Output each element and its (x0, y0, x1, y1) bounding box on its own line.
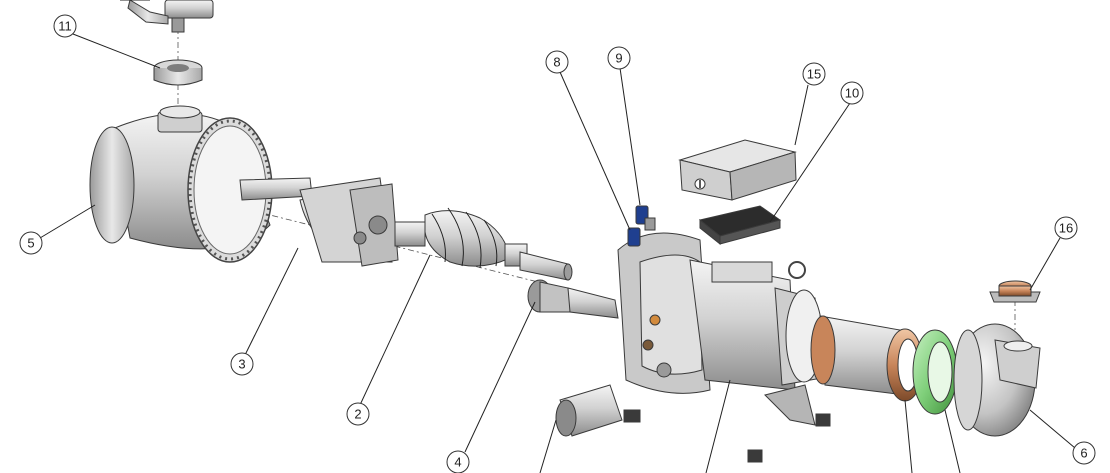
top-valve-part (127, 0, 214, 33)
copper-fitting-part-16 (989, 280, 1041, 303)
svg-text:10: 10 (845, 86, 859, 101)
svg-text:6: 6 (1080, 446, 1087, 461)
balloon-11: 11 (53, 14, 77, 38)
balloon-10: 10 (840, 81, 864, 105)
svg-text:11: 11 (58, 19, 72, 34)
svg-text:15: 15 (807, 67, 821, 82)
balloon-3: 3 (230, 352, 254, 376)
terminal-box-part-15 (678, 139, 797, 201)
svg-text:8: 8 (553, 55, 560, 70)
balloon-16: 16 (1054, 216, 1078, 240)
svg-text:2: 2 (354, 407, 361, 422)
housing-cylinder-part-5 (89, 105, 273, 263)
motor-stator (810, 315, 906, 396)
terminal-block-part-10 (698, 205, 782, 246)
sight-cylinder (555, 384, 623, 437)
spring-piston-part-4 (527, 279, 619, 319)
bearing-housing-part-3 (239, 177, 399, 267)
blue-valves-parts-8-9 (627, 205, 656, 247)
svg-text:5: 5 (27, 236, 34, 251)
balloon-4: 4 (446, 450, 470, 473)
svg-text:16: 16 (1059, 221, 1073, 236)
green-gasket (912, 329, 958, 415)
balloon-8: 8 (545, 50, 569, 74)
flange-part-11 (153, 59, 203, 86)
balloon-15: 15 (802, 62, 826, 86)
balloon-2: 2 (346, 402, 370, 426)
svg-text:3: 3 (238, 357, 245, 372)
mounting-feet (623, 409, 831, 463)
screw-rotors-part-2 (394, 207, 573, 281)
leader-lines (39, 0, 1076, 473)
balloon-6: 6 (1072, 441, 1096, 465)
balloon-9: 9 (607, 46, 631, 70)
svg-text:9: 9 (615, 51, 622, 66)
svg-text:4: 4 (454, 455, 461, 470)
balloon-5: 5 (19, 231, 43, 255)
end-cover-part-6 (953, 323, 1041, 437)
compressor-main-body (617, 232, 823, 426)
